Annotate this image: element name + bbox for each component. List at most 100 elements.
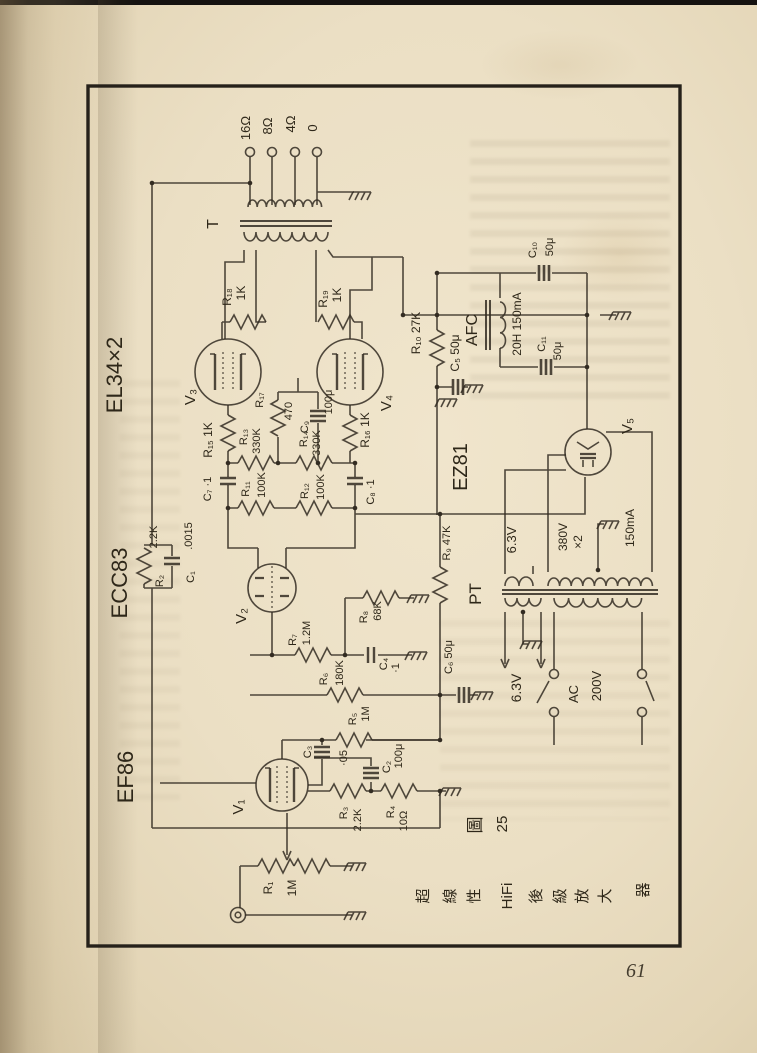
label-r11: R₁₁	[240, 481, 252, 497]
resistor-r12	[295, 500, 333, 516]
label-c3: C₃	[302, 746, 314, 758]
paper-stain	[560, 210, 680, 300]
capacitor-c1	[162, 556, 182, 566]
ground-symbol	[608, 311, 632, 321]
label-power-transformer: PT	[466, 583, 485, 605]
ink-bleedthrough	[120, 380, 180, 800]
label-v5: V₅	[619, 418, 636, 434]
label-pt-heater: 6.3V	[508, 673, 524, 702]
label-c6: C₆ 50μ	[443, 640, 455, 674]
label-c11: C₁₁	[536, 336, 548, 352]
input-jack	[229, 906, 247, 924]
page-number: 61	[626, 960, 646, 982]
label-c9: C₉	[299, 421, 311, 433]
label-r8: R₈	[358, 611, 370, 624]
input-jack-pin	[234, 911, 242, 919]
label-r1: R₁	[261, 882, 275, 895]
label-r7: R₇	[287, 634, 299, 646]
label-caption-3: 性	[466, 888, 483, 903]
label-r18-val: 1K	[234, 286, 248, 301]
wires-supply-rail	[403, 272, 616, 515]
label-tube-type-ez81: EZ81	[450, 443, 472, 491]
mains-switch-contact	[548, 706, 560, 718]
label-tube-type-ecc83: ECC83	[107, 548, 132, 619]
label-pt-rect-heater: 6.3V	[504, 526, 519, 553]
label-r19: R₁₉	[316, 290, 330, 308]
label-r8-val: 68K	[372, 601, 384, 621]
label-r15: R₁₅ 1K	[201, 422, 215, 458]
junction-dots	[149, 180, 601, 794]
resistor-r11	[237, 500, 275, 516]
wires-ecc83-block	[143, 514, 478, 741]
label-output-transformer: T	[205, 219, 222, 229]
label-afc: AFC	[464, 314, 481, 346]
pt-heater-winding	[504, 597, 542, 607]
speaker-terminal-0	[311, 146, 323, 158]
label-v2: V₂	[233, 608, 250, 624]
label-choke-val: 20H 150mA	[510, 292, 524, 355]
ground-symbol	[404, 651, 428, 661]
figure-frame	[86, 84, 682, 948]
label-r3-val: 2.2K	[352, 808, 364, 831]
resistor-r4	[380, 783, 418, 799]
potentiometer-r1	[257, 858, 295, 874]
label-pt-ht-x2: ×2	[571, 535, 585, 549]
label-r2: R₂	[154, 575, 166, 587]
choke-core	[485, 300, 491, 350]
ink-bleedthrough	[440, 620, 670, 820]
label-c7: C₇ ·1	[202, 477, 214, 502]
capacitor-c11	[539, 357, 553, 377]
label-c9-val: 100μ	[323, 390, 335, 415]
label-fig-number: 25	[494, 816, 511, 833]
label-c10: C₁₀	[527, 242, 539, 258]
label-r3: R₃	[338, 807, 350, 819]
speaker-terminal-4ohm	[289, 146, 301, 158]
label-fig-label: 圖	[466, 817, 485, 834]
label-r19-val: 1K	[330, 288, 344, 303]
resistor-r15	[220, 414, 236, 452]
label-r18: R₁₈	[220, 288, 234, 306]
label-caption-4: HiFi	[499, 883, 516, 910]
label-c3-val: ·05	[338, 750, 350, 766]
label-c4-val: ·1	[390, 663, 402, 673]
resistor-r6	[326, 687, 364, 703]
tube-v1	[255, 758, 309, 812]
resistor-r3	[329, 783, 367, 799]
label-c5: C₅ 50μ	[448, 334, 462, 371]
speaker-terminal-8ohm	[266, 146, 278, 158]
label-r17: R₁₇	[254, 392, 266, 408]
ground-symbol	[348, 191, 372, 201]
mains-switch-contact	[636, 706, 648, 718]
pt-core	[502, 589, 658, 595]
label-tap-4ohm: 4Ω	[283, 115, 298, 132]
mains-switch-contact	[548, 668, 560, 680]
capacitor-c3	[312, 745, 332, 759]
speaker-terminal-16ohm	[244, 146, 256, 158]
resistor-r19	[317, 314, 355, 330]
label-r12: R₁₂	[299, 483, 311, 499]
label-c11-val: 50μ	[552, 342, 564, 361]
pt-rectifier-heater-winding	[504, 576, 534, 587]
resistor-r7	[294, 647, 332, 663]
label-r4: R₄	[385, 805, 397, 818]
tube-v3	[194, 338, 262, 406]
ground-symbol	[596, 520, 620, 530]
resistor-r14	[295, 455, 333, 471]
resistor-r16	[342, 414, 358, 452]
label-c2: C₂	[381, 761, 393, 773]
label-r5: R₅	[347, 713, 359, 725]
label-v4: V₄	[378, 395, 395, 411]
label-caption-2: 線	[442, 888, 459, 903]
capacitor-c8	[345, 476, 365, 486]
label-pt-ht-current: 150mA	[623, 509, 637, 547]
output-transformer-primary-coil	[243, 231, 329, 242]
label-r2-val: 2.2K	[148, 525, 160, 548]
tube-v2	[247, 563, 297, 613]
ground-symbol	[438, 787, 462, 797]
label-caption-8: 大	[597, 888, 614, 903]
afc-choke-coil	[499, 301, 507, 349]
ground-symbol	[519, 640, 543, 650]
page-gutter-shadow-inner	[98, 0, 138, 1053]
